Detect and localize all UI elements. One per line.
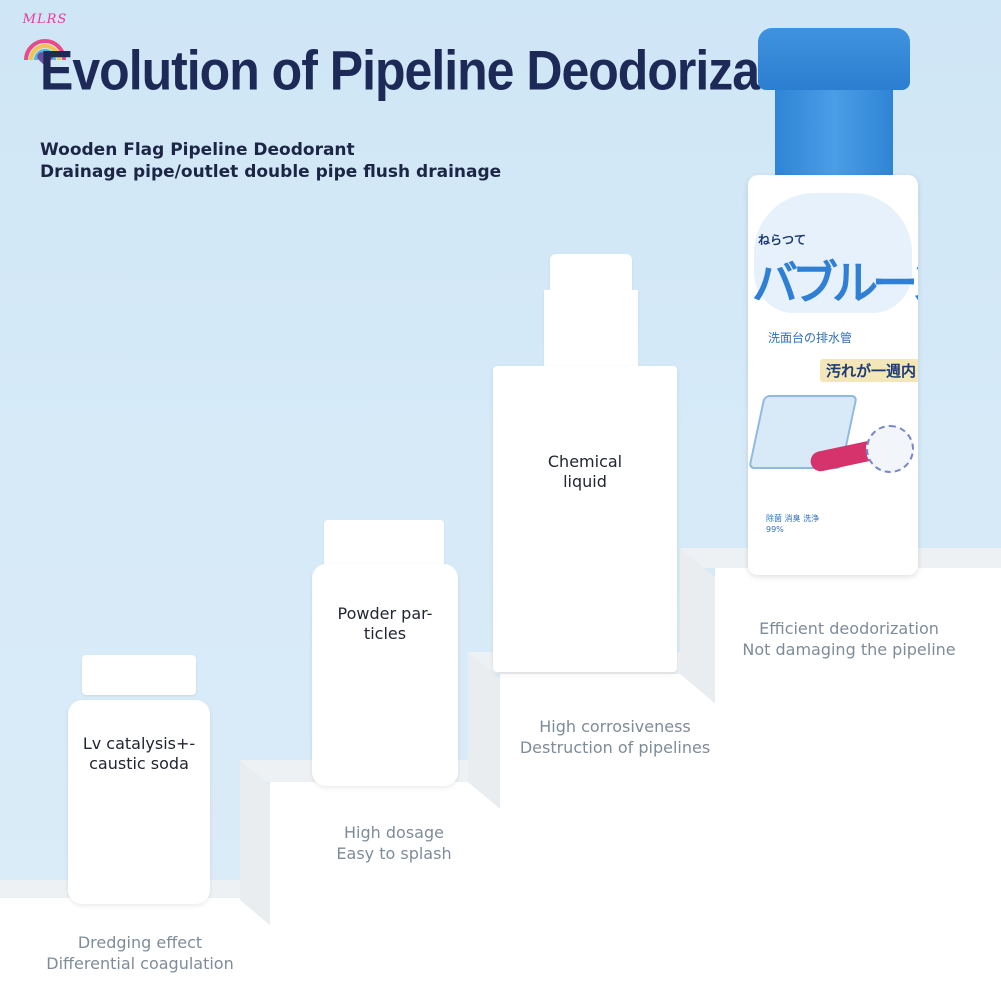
bottle-3-label-line-1: Chemical — [547, 452, 623, 471]
logo-text: MLRS — [22, 12, 68, 27]
step-1-caption-line-2: Differential coagulation — [46, 954, 234, 973]
bottle-1-cap — [82, 655, 196, 695]
can-cap-neck — [775, 84, 893, 184]
step-1-caption-line-1: Dredging effect — [77, 933, 203, 952]
bottle-2-label-line-2: ticles — [363, 624, 407, 643]
can-jp-line: 洗面台の排水管 — [768, 331, 853, 345]
subtitle-line-2: Drainage pipe/outlet double pipe flush d… — [40, 162, 502, 182]
step-4-caption: Efficient deodorization Not damaging the… — [728, 618, 970, 660]
bottle-3-body — [493, 366, 677, 672]
can-jp-banner: 汚れが一週内 — [820, 359, 918, 382]
step-4 — [715, 568, 1001, 1001]
can-fine-print-line-1: 除菌 消臭 洗浄 — [766, 514, 820, 523]
bottle-3-label: Chemical liquid — [493, 452, 677, 492]
page-title: Evolution of Pipeline Deodorization — [40, 39, 848, 102]
step-3 — [500, 674, 728, 1001]
step-1 — [0, 898, 270, 1001]
can-brand-name: バブルーン — [752, 256, 918, 310]
bottle-1-label-line-2: caustic soda — [89, 754, 189, 773]
bottle-3-label-line-2: liquid — [563, 472, 607, 491]
can-jp-small: ねらつて — [758, 233, 807, 247]
brand-logo: MLRS — [14, 12, 76, 66]
step-1-caption: Dredging effect Differential coagulation — [20, 932, 260, 974]
germ-icon — [866, 425, 914, 473]
can-cloud-graphic — [754, 193, 912, 313]
rainbow-heart-icon — [24, 39, 66, 66]
bottle-1-label: Lv catalysis+- caustic soda — [68, 734, 210, 774]
step-4-caption-line-1: Efficient deodorization — [759, 619, 939, 638]
step-3-caption-line-2: Destruction of pipelines — [519, 738, 711, 757]
step-4-caption-line-2: Not damaging the pipeline — [742, 640, 956, 659]
step-3-caption: High corrosiveness Destruction of pipeli… — [504, 716, 726, 758]
bottle-2-cap — [324, 520, 444, 572]
can-body: ねらつて バブルーン 洗面台の排水管 汚れが一週内 除菌 消臭 洗浄 99% — [748, 175, 918, 575]
bottle-2-label: Powder par- ticles — [312, 604, 458, 644]
step-2-caption-line-2: Easy to splash — [336, 844, 452, 863]
bottle-1-body — [68, 700, 210, 904]
can-cap-top — [758, 28, 910, 90]
bottle-2-body — [312, 564, 458, 786]
bottle-3-neck — [544, 290, 638, 368]
step-3-caption-line-1: High corrosiveness — [539, 717, 691, 736]
bottle-3-cap — [550, 254, 632, 294]
can-fine-print-line-2: 99% — [766, 525, 784, 534]
step-2-caption: High dosage Easy to splash — [294, 822, 494, 864]
can-fine-print: 除菌 消臭 洗浄 99% — [766, 513, 819, 535]
step-2-caption-line-1: High dosage — [344, 823, 444, 842]
bottle-1-label-line-1: Lv catalysis+- — [82, 734, 196, 753]
subtitle-line-1: Wooden Flag Pipeline Deodorant — [40, 140, 355, 160]
bottle-2-label-line-1: Powder par- — [337, 604, 433, 623]
step-2 — [270, 782, 500, 1001]
